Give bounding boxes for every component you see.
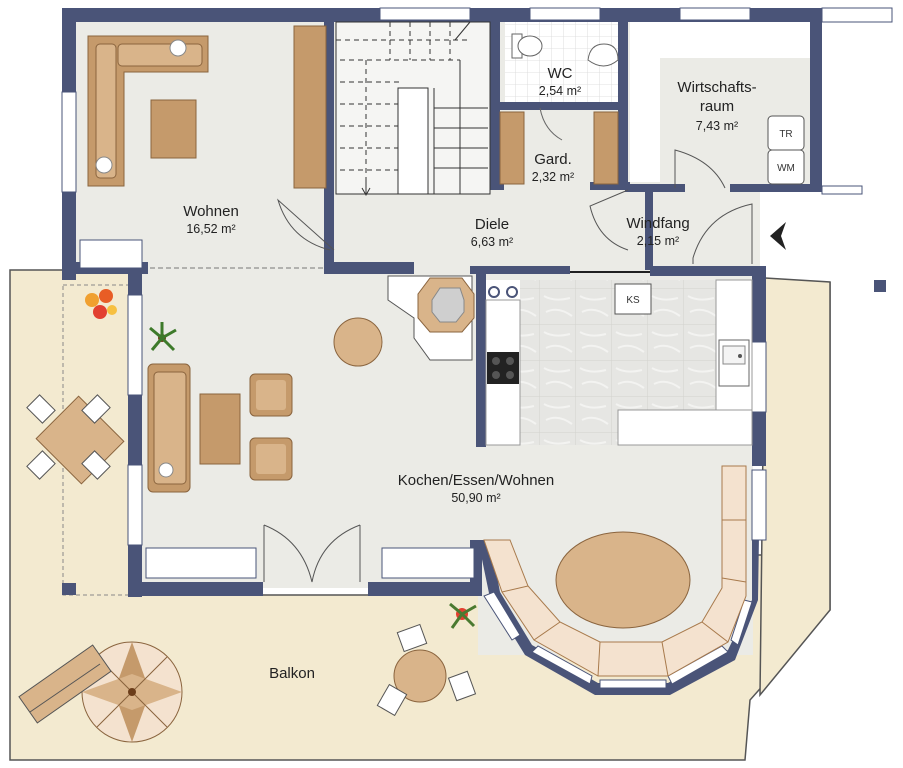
marker-square — [874, 280, 886, 292]
wirtschaftsraum-name-1: Wirtschafts- — [677, 79, 756, 96]
sink-wc — [587, 43, 619, 67]
patio-table-set-round — [376, 623, 477, 717]
kitchen-sink-icon — [718, 339, 750, 387]
pergola-outline — [62, 284, 131, 596]
label-wirtschaftsraum: Wirtschafts- raum 7,43 m² — [677, 79, 756, 133]
balkon-name: Balkon — [269, 665, 315, 682]
toilet — [511, 33, 543, 59]
washer-label: WM — [777, 163, 795, 174]
fridge: KS — [614, 283, 652, 315]
garderobe-name: Gard. — [534, 151, 572, 168]
label-garderobe: Gard. 2,32 m² — [532, 151, 574, 184]
flower-icon-bottom — [449, 602, 477, 629]
stove-icon — [487, 352, 519, 384]
wohnen-name: Wohnen — [183, 203, 239, 220]
windows — [61, 7, 893, 579]
label-windfang: Windfang 2,15 m² — [626, 215, 689, 248]
dryer-label: TR — [779, 129, 792, 140]
wirtschaftsraum-name-2: raum — [700, 98, 734, 115]
sun-lounger — [18, 644, 112, 724]
kochen-area: 50,90 m² — [451, 491, 500, 505]
armchair-top — [249, 373, 293, 417]
living-coffee-table — [199, 393, 241, 465]
wohnen-area: 16,52 m² — [186, 222, 235, 236]
wc-name: WC — [548, 65, 573, 82]
coffee-table — [150, 99, 197, 159]
label-wc: WC 2,54 m² — [539, 65, 581, 98]
diele-area: 6,63 m² — [471, 235, 513, 249]
round-table — [333, 317, 383, 367]
label-kochen: Kochen/Essen/Wohnen 50,90 m² — [398, 472, 555, 505]
staircase — [335, 21, 491, 197]
bench-seams — [501, 465, 747, 677]
cooktop-burners-icon — [488, 286, 518, 298]
sideboard — [293, 25, 327, 189]
wc-area: 2,54 m² — [539, 84, 581, 98]
wardrobe-right — [593, 111, 619, 185]
sofa-living — [147, 363, 191, 493]
washer: WM — [767, 149, 805, 185]
kochen-name: Kochen/Essen/Wohnen — [398, 472, 555, 489]
label-diele: Diele 6,63 m² — [471, 216, 513, 249]
windfang-name: Windfang — [626, 215, 689, 232]
entrance-arrow-icon — [770, 222, 786, 250]
sofa-corner — [87, 35, 209, 187]
doors — [263, 149, 753, 583]
label-wohnen: Wohnen 16,52 m² — [183, 203, 239, 236]
fridge-label: KS — [626, 295, 640, 306]
wirtschaftsraum-area: 7,43 m² — [696, 119, 738, 133]
armchair-bottom — [249, 437, 293, 481]
wardrobe-left — [499, 111, 525, 185]
label-balkon: Balkon — [269, 665, 315, 682]
windfang-area: 2,15 m² — [637, 234, 679, 248]
bay-window-glass — [483, 591, 753, 689]
diele-name: Diele — [475, 216, 509, 233]
patio-table-set-left — [26, 394, 125, 485]
fireplace — [387, 275, 475, 361]
plant-icon — [149, 322, 177, 352]
dining-table — [555, 531, 691, 629]
flower-icon-top — [85, 289, 117, 319]
garderobe-area: 2,32 m² — [532, 170, 574, 184]
dryer: TR — [767, 115, 805, 151]
kitchen-counter-right — [617, 409, 753, 446]
balcony-right-strip — [759, 277, 831, 698]
door-arc-wc — [539, 107, 563, 141]
